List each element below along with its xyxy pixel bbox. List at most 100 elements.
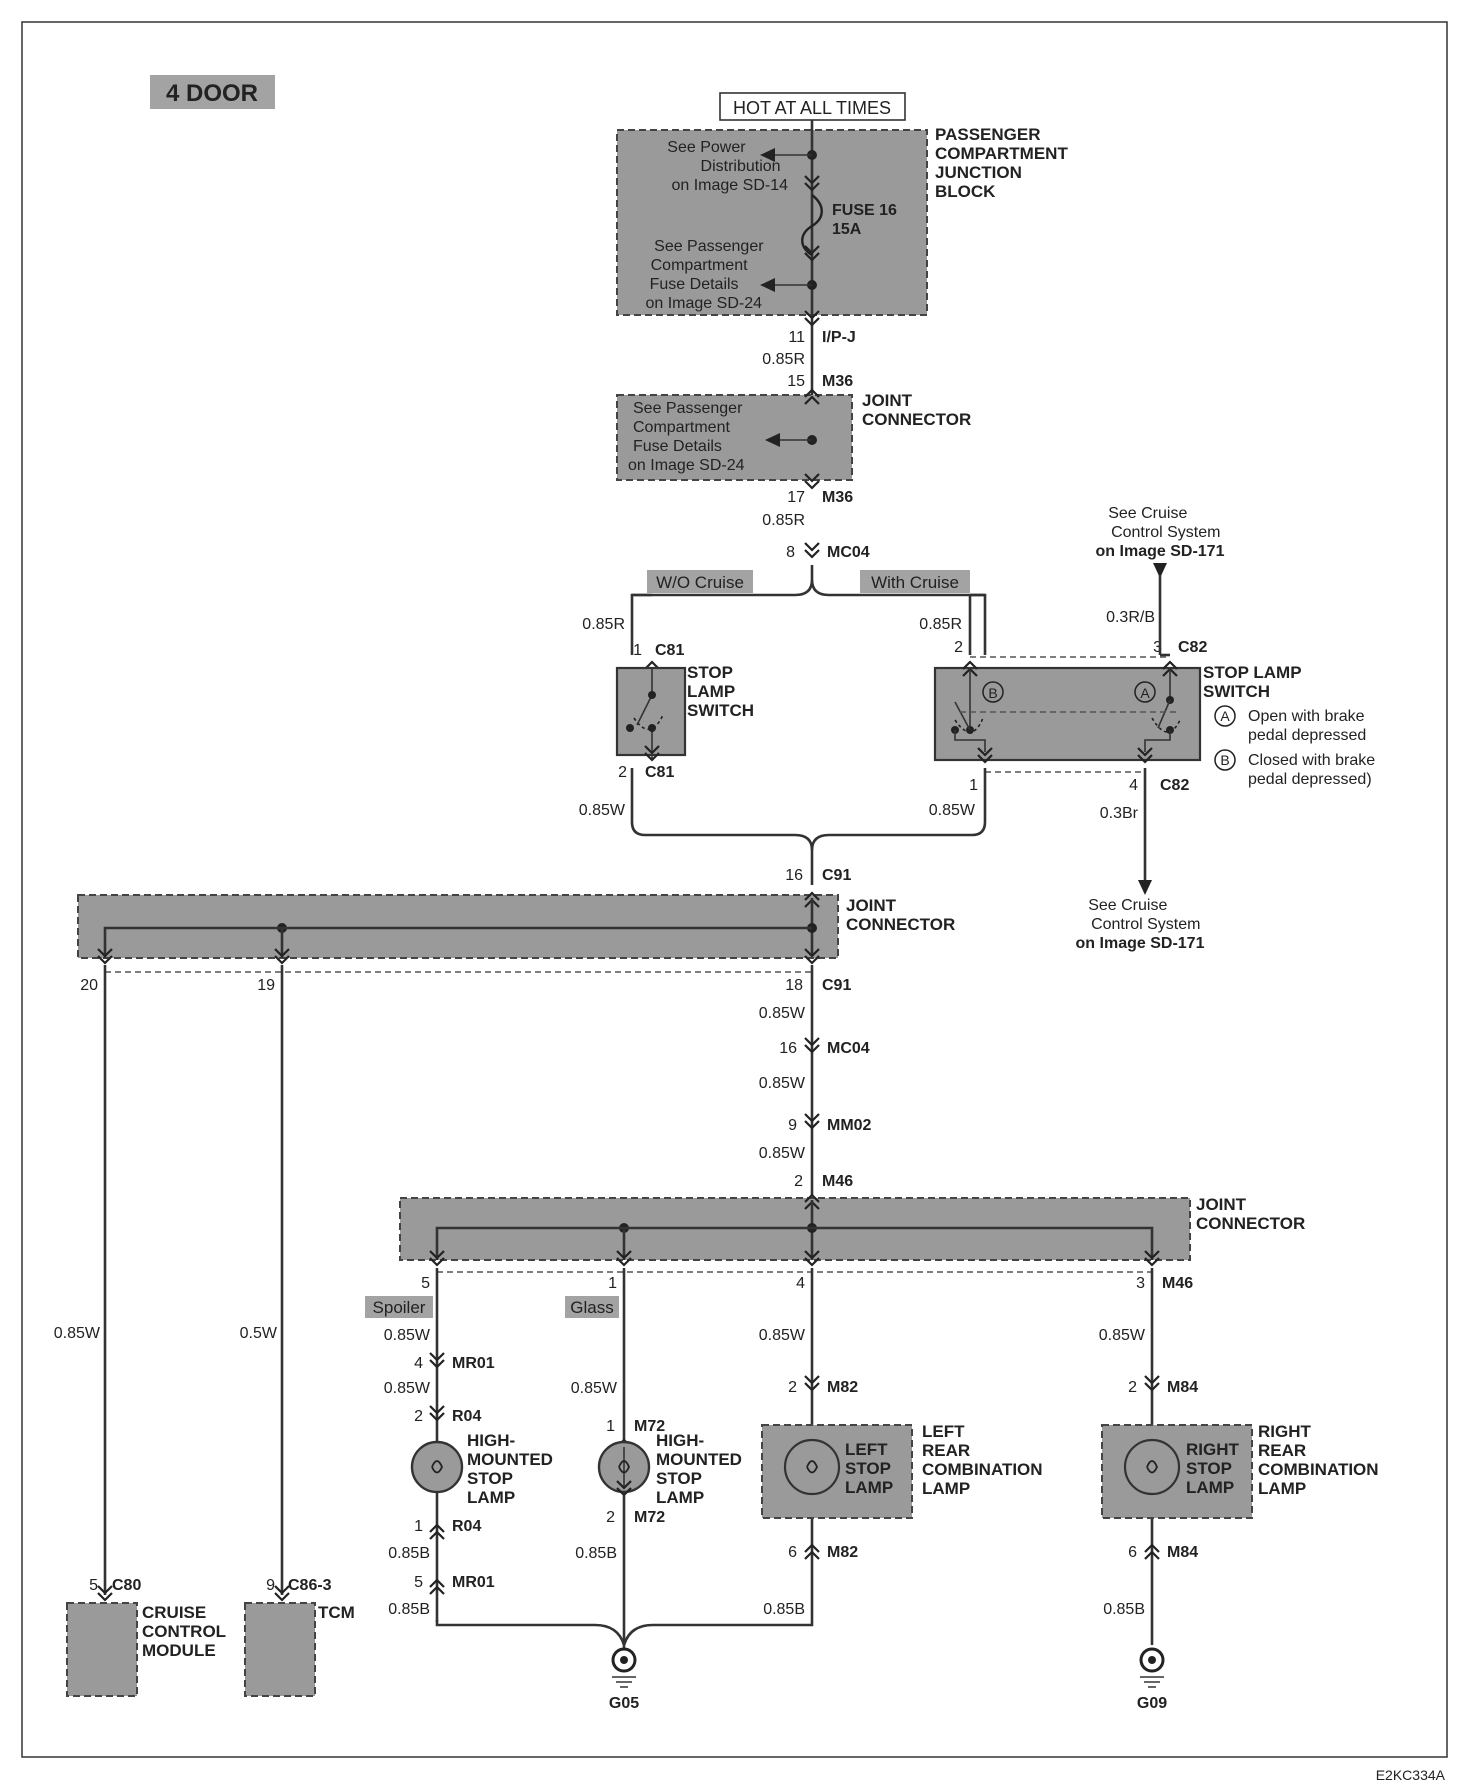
joint2-name: JOINT CONNECTOR	[846, 896, 955, 934]
mr01-bot-pin: 5	[414, 1574, 423, 1591]
note-b: Closed with brake pedal depressed)	[1248, 752, 1380, 788]
mm02-conn: MM02	[827, 1117, 872, 1134]
mr01-bot-conn: MR01	[452, 1574, 495, 1591]
wire-085r-3: 0.85R	[582, 616, 625, 633]
cruise-ref-bottom: See Cruise Control System on Image SD-17…	[1076, 897, 1205, 952]
option-wo-bg	[647, 570, 753, 593]
option-wo: W/O Cruise	[656, 573, 744, 592]
joint1-name: JOINT CONNECTOR	[862, 391, 971, 429]
junction-block-name: PASSENGER COMPARTMENT JUNCTION BLOCK	[935, 125, 1073, 201]
m36-out-conn: M36	[822, 489, 853, 506]
wire-085w-3: 0.85W	[759, 1005, 806, 1022]
r04-bot-conn: R04	[452, 1518, 481, 1535]
m82-top-pin: 2	[788, 1379, 797, 1396]
left-lamp-name: LEFT REAR COMBINATION LAMP	[922, 1422, 1047, 1498]
wire-03rb: 0.3R/B	[1106, 609, 1155, 626]
joint3-name: JOINT CONNECTOR	[1196, 1195, 1305, 1233]
option-glass: Glass	[570, 1298, 613, 1317]
c82-name: STOP LAMP SWITCH	[1203, 663, 1306, 701]
wire-085r-2: 0.85R	[762, 512, 805, 529]
hot-label: HOT AT ALL TIMES	[733, 98, 891, 118]
wire-085b-right: 0.85B	[1103, 1601, 1145, 1618]
cruise-ref-top: See Cruise Control System on Image SD-17…	[1096, 505, 1225, 560]
cruise-control-module	[66, 1602, 138, 1697]
left-lamp-inside: LEFT STOP LAMP	[845, 1440, 895, 1497]
m84-bot-conn: M84	[1167, 1544, 1198, 1561]
joint2-pin-19: 19	[257, 977, 275, 994]
mc04-top-pin: 8	[786, 544, 795, 561]
option-spoiler: Spoiler	[373, 1298, 426, 1317]
m84-bot-pin: 6	[1128, 1544, 1137, 1561]
c82-pin4: 4	[1129, 777, 1138, 794]
page-frame	[21, 21, 1448, 1758]
wire-085b-sp2: 0.85B	[388, 1601, 430, 1618]
wire-085b-gl: 0.85B	[575, 1545, 617, 1562]
c81-top-conn: C81	[655, 642, 684, 659]
c82-bot-conn: C82	[1160, 777, 1189, 794]
wire-085b-left: 0.85B	[763, 1601, 805, 1618]
junction-note-2: See Passenger Compartment Fuse Details o…	[645, 238, 768, 312]
c82-top-conn: C82	[1178, 639, 1207, 656]
right-lamp-name: RIGHT REAR COMBINATION LAMP	[1258, 1422, 1383, 1498]
junction-note-1: See Power Distribution on Image SD-14	[667, 139, 788, 194]
label-b-circle	[982, 681, 1004, 703]
wire-085r-1: 0.85R	[762, 351, 805, 368]
wire-085w-sp1: 0.85W	[384, 1327, 431, 1344]
ground-g05: G05	[609, 1695, 639, 1712]
wire-085w-2: 0.85W	[929, 802, 976, 819]
ipj-conn: I/P-J	[822, 329, 856, 346]
wire-05w-tcm: 0.5W	[240, 1325, 278, 1342]
m46-in-conn: M46	[822, 1173, 853, 1190]
note-b-circle	[1214, 749, 1236, 771]
m36-out-pin: 17	[787, 489, 805, 506]
joint2-pin-18: 18	[785, 977, 803, 994]
wire-085w-5: 0.85W	[759, 1145, 806, 1162]
m72-bot-conn: M72	[634, 1509, 665, 1526]
mc04-bot-conn: MC04	[827, 1040, 870, 1057]
c81-top-pin: 1	[633, 642, 642, 659]
joint1-note: See Passenger Compartment Fuse Details o…	[628, 400, 747, 474]
wire-085b-sp1: 0.85B	[388, 1545, 430, 1562]
note-b-letter: B	[1220, 752, 1229, 768]
label-a-circle	[1134, 681, 1156, 703]
left-stop-lamp-bulb	[783, 1438, 841, 1496]
c80-pin: 5	[89, 1577, 98, 1594]
mr01-top-pin: 4	[414, 1355, 423, 1372]
wire-085w-4: 0.85W	[759, 1075, 806, 1092]
note-a: Open with brake pedal depressed	[1248, 708, 1369, 744]
c82-pin3: 3	[1153, 639, 1162, 656]
c86-conn: C86-3	[288, 1577, 332, 1594]
m36-in-pin: 15	[787, 373, 805, 390]
m82-top-conn: M82	[827, 1379, 858, 1396]
label-b: B	[988, 685, 997, 701]
cruise-module-name: CRUISE CONTROL MODULE	[142, 1603, 230, 1660]
c80-conn: C80	[112, 1577, 141, 1594]
joint3-pin-1: 1	[608, 1275, 617, 1292]
joint3-pin-3: 3	[1136, 1275, 1145, 1292]
joint3-pin-4: 4	[796, 1275, 805, 1292]
right-lamp-inside: RIGHT STOP LAMP	[1186, 1440, 1244, 1497]
hm-lamp-1-name: HIGH- MOUNTED STOP LAMP	[467, 1431, 558, 1507]
c91-in-pin: 16	[785, 867, 803, 884]
right-stop-lamp-bulb	[1123, 1438, 1181, 1496]
option-glass-bg	[565, 1296, 619, 1318]
m72-bot-pin: 2	[606, 1509, 615, 1526]
high-mounted-stop-lamp-1	[410, 1440, 464, 1494]
joint-connector-2	[77, 894, 839, 959]
m72-top-conn: M72	[634, 1418, 665, 1435]
m82-bot-pin: 6	[788, 1544, 797, 1561]
m36-in-conn: M36	[822, 373, 853, 390]
right-rear-combination-lamp	[1101, 1424, 1253, 1519]
m84-top-pin: 2	[1128, 1379, 1137, 1396]
mr01-top-conn: MR01	[452, 1355, 495, 1372]
hm-lamp-2-name: HIGH- MOUNTED STOP LAMP	[656, 1431, 747, 1507]
c81-name: STOP LAMP SWITCH	[687, 663, 754, 720]
wire-085w-1: 0.85W	[579, 802, 626, 819]
wire-085w-gl: 0.85W	[571, 1380, 618, 1397]
c81-bot-pin: 2	[618, 764, 627, 781]
m72-top-pin: 1	[606, 1418, 615, 1435]
c82-pin1: 1	[969, 777, 978, 794]
m82-bot-conn: M82	[827, 1544, 858, 1561]
joint3-pin-5: 5	[421, 1275, 430, 1292]
